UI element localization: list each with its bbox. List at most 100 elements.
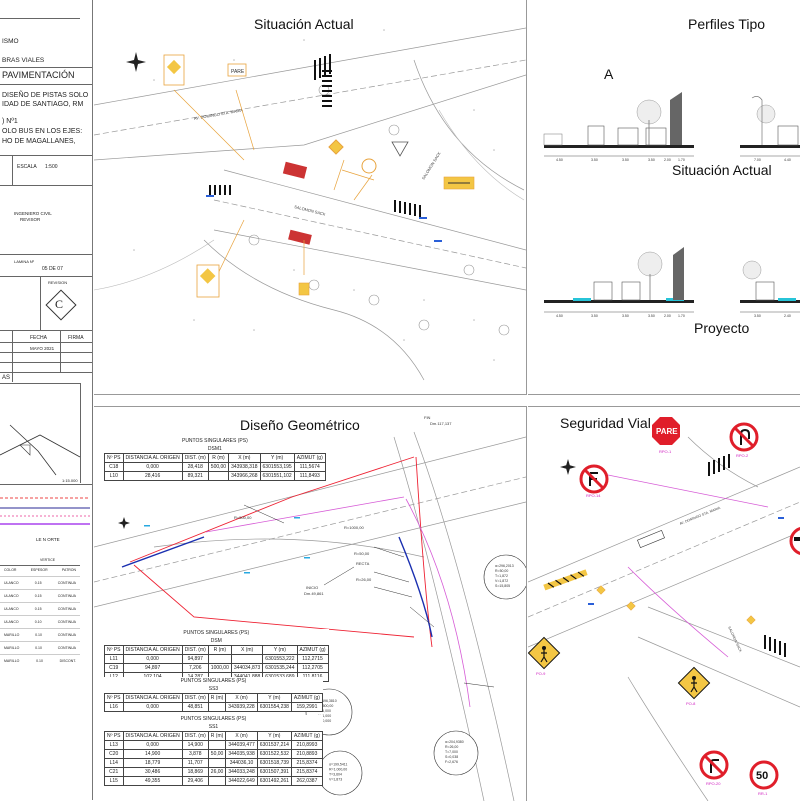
table-cell: 500,00: [207, 462, 230, 472]
tb-north-label: LE N ORTE: [36, 537, 60, 542]
curve-param: T=1,872: [495, 574, 508, 578]
table-cell: 343938,318: [228, 462, 261, 472]
table-cell: [207, 740, 227, 750]
safety-plan: AV. DOMINGO STA. MARIA SALOMON SACK PARE…: [528, 417, 800, 801]
dim-proyecto-4: 2.00: [664, 314, 671, 318]
dim-actual-0: 4.50: [556, 158, 563, 162]
table-cell: [207, 758, 227, 768]
sign-pare-board: PARE: [227, 63, 247, 77]
table-header-cell: Nº PS: [104, 453, 124, 463]
table-header-cell: DISTANCIA AL ORIGEN: [122, 645, 183, 655]
table-cell: L15: [104, 776, 124, 786]
table-header-cell: DISTANCIA AL ORIGEN: [122, 693, 183, 703]
tb-lamina-value: 05 DE 07: [42, 266, 63, 272]
table-cell: 6301492,261: [256, 776, 292, 786]
table-cell: 210,8893: [290, 749, 323, 759]
north-arrow-icon-geo: [118, 517, 130, 529]
subtitle-proyecto: Proyecto: [694, 320, 750, 336]
tb-escala-label: ESCALA: [17, 164, 37, 170]
bus-stop-1: [282, 161, 308, 179]
crosswalk-seg-2: [764, 635, 786, 657]
tb-fecha-value: MAYO 2021: [30, 346, 55, 351]
table-cell: 262,0387: [290, 776, 323, 786]
panel-title: Situación Actual: [254, 16, 354, 32]
alignment-magenta-1: [205, 496, 405, 533]
legend-cell: CONTINUA: [57, 594, 76, 598]
table-cell: 89,321: [181, 471, 209, 481]
table-cell: [207, 654, 232, 664]
sign-small-1: [298, 282, 310, 296]
label-r4: R=500,00: [234, 515, 252, 520]
table-header-cell: X (m): [228, 453, 261, 463]
curve-param: V=1,000: [318, 714, 331, 718]
no-right-code: RPO-20: [706, 781, 721, 786]
legend-cell: 0.10: [35, 633, 42, 637]
legend-cell: CONTINUA: [57, 607, 76, 611]
no-uturn-code: RPO-2: [736, 453, 749, 458]
section-actual-left: [543, 92, 694, 157]
table-cell: 0,000: [122, 702, 183, 712]
table-cell: C18: [104, 462, 124, 472]
tb-revision-label: REVISION: [48, 280, 68, 285]
table-cell: L14: [104, 758, 124, 768]
seg-street-2: SALOMON SACK: [727, 626, 743, 654]
section-label-a: A: [604, 66, 614, 82]
table-header-cell: Nº PS: [104, 693, 124, 703]
crosswalk-1: [322, 70, 332, 107]
table-cell: 0,000: [122, 462, 183, 472]
table-cell: [207, 471, 230, 481]
table-header-cell: DIST. (m): [181, 731, 209, 741]
ground-texture: [133, 29, 495, 361]
legend-cell: MARILLO: [4, 646, 20, 650]
table-cell: 48,851: [181, 702, 209, 712]
tb-scale-bottom: 1:15.000: [62, 478, 78, 483]
table-header-cell: Nº PS: [104, 731, 124, 741]
section-proyecto-left: [544, 247, 694, 313]
sign-yield: [391, 141, 409, 157]
tb-line1: ISMO: [2, 38, 19, 45]
curve-param: V=1,872: [495, 579, 508, 583]
no-entry-code: RPO-14: [586, 493, 601, 498]
dim-proyecto-5: 1.70: [678, 314, 685, 318]
cyan-arrows: [144, 517, 310, 574]
dim-actual-5: 1.70: [678, 158, 685, 162]
label-fin-1: FIN: [424, 415, 431, 420]
table-cell: 26,00: [207, 767, 227, 777]
speed-limit-sign-icon: 50: [749, 760, 779, 790]
table-cell: [207, 702, 227, 712]
table-cell: L13: [104, 740, 124, 750]
curve-param: V=1,873: [329, 778, 342, 782]
table-cell: 344034,873: [230, 663, 264, 673]
table-cell: 29,406: [181, 776, 209, 786]
curve-param: T=7,000: [445, 750, 458, 754]
table-header-cell: X (m): [225, 731, 258, 741]
legend-cell: 0.10: [34, 620, 42, 624]
legend-cell: MARILLO: [4, 633, 20, 637]
curve-param: α=199,5411: [329, 763, 347, 767]
legend-cell: CONTINUA: [57, 646, 76, 650]
legend-cell: CONTINUA: [57, 581, 76, 585]
tb-fecha-label: FECHA: [30, 335, 47, 341]
table-cell: 3,878: [181, 749, 209, 759]
table-cell: 343966,268: [228, 471, 261, 481]
tb-desc5: HO DE MAGALLANES,: [2, 138, 76, 145]
tb-desc4: OLO BUS EN LOS EJES:: [2, 128, 83, 135]
table-header-cell: R (m): [207, 693, 227, 703]
tb-ingeniero: INGENIERO CIVIL: [14, 211, 52, 216]
label-recta-1: RECTA: [356, 561, 370, 566]
table-cell: 18,869: [181, 767, 209, 777]
stop-sign-code: RPO-1: [659, 449, 672, 454]
table-cell: 1000,00: [207, 663, 232, 673]
table-cell: 6301535,244: [262, 663, 298, 673]
dim-right-top-1: 4.40: [784, 158, 791, 162]
curve-param: T=3,604: [329, 773, 342, 777]
table-cell: 6301551,102: [259, 471, 295, 481]
label-inicio-1: INICIO: [306, 585, 318, 590]
